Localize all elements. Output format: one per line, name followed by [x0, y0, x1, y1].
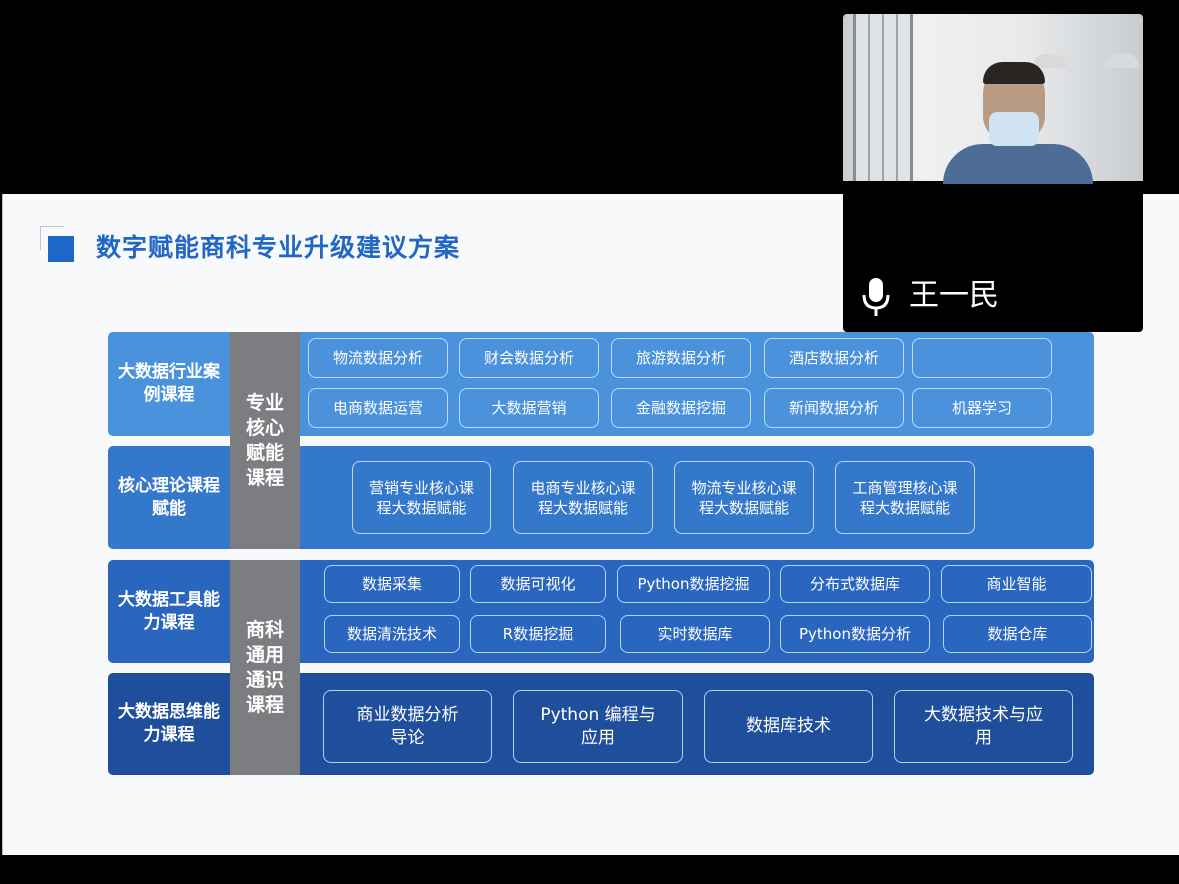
- course-box: 大数据技术与应用: [894, 690, 1073, 763]
- course-box: 商业数据分析导论: [323, 690, 492, 763]
- course-box: R数据挖掘: [470, 615, 606, 653]
- row-label: 大数据思维能力课程: [118, 702, 220, 745]
- course-box: 酒店数据分析: [764, 338, 904, 378]
- course-box: 物流数据分析: [308, 338, 448, 378]
- course-box: 数据可视化: [470, 565, 606, 603]
- row-label: 大数据工具能力课程: [118, 589, 220, 633]
- title-square-icon: [40, 226, 74, 262]
- microphone-icon: [862, 278, 890, 316]
- course-box: 商业智能: [941, 565, 1092, 603]
- course-box: 数据仓库: [943, 615, 1092, 653]
- course-box: 金融数据挖掘: [611, 388, 751, 428]
- course-box: 营销专业核心课程大数据赋能: [352, 461, 491, 534]
- camera-feed: [843, 14, 1143, 184]
- course-box: 电商数据运营: [308, 388, 448, 428]
- course-box: 数据库技术: [704, 690, 873, 763]
- course-box: 物流专业核心课程大数据赋能: [674, 461, 814, 534]
- course-box: 电商专业核心课程大数据赋能: [513, 461, 653, 534]
- course-box: Python数据分析: [780, 615, 930, 653]
- course-box: 实时数据库: [620, 615, 770, 653]
- course-box: 分布式数据库: [780, 565, 930, 603]
- course-box: 数据采集: [324, 565, 460, 603]
- video-tile[interactable]: 王一民: [843, 14, 1143, 332]
- group-label-major-core: 专业核心赋能课程: [230, 332, 300, 549]
- course-box: 工商管理核心课程大数据赋能: [835, 461, 975, 534]
- participant-name: 王一民: [909, 278, 999, 313]
- group-label-general: 商科通用通识课程: [230, 560, 300, 775]
- row-label: 大数据行业案例课程: [118, 362, 220, 405]
- course-box: 大数据营销: [459, 388, 599, 428]
- slide-title: 数字赋能商科专业升级建议方案: [96, 233, 461, 262]
- course-box: 旅游数据分析: [611, 338, 751, 378]
- course-box: [912, 338, 1052, 378]
- row-label: 核心理论课程赋能: [118, 475, 220, 519]
- course-box: 数据清洗技术: [324, 615, 460, 653]
- course-box: 新闻数据分析: [764, 388, 904, 428]
- course-box: Python 编程与应用: [513, 690, 683, 763]
- course-box: Python数据挖掘: [617, 565, 770, 603]
- course-box: 财会数据分析: [459, 338, 599, 378]
- course-box: 机器学习: [912, 388, 1052, 428]
